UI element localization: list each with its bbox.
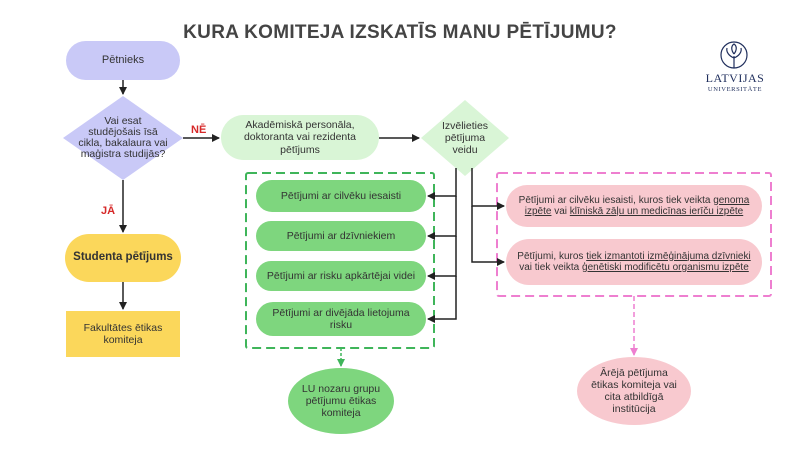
arrow-choose-animals [427, 196, 457, 240]
arrow-choose-environment [427, 236, 457, 280]
node-academic [221, 115, 379, 160]
node-faculty-committee [66, 311, 180, 357]
logo-name: LATVIJAS [705, 71, 765, 85]
node-question-label: Vai esat studējošais īsā cikla, bakalaur… [78, 114, 168, 161]
gmo-mid: vai tiek veikta [519, 262, 583, 273]
node-genome-label: Pētījumi ar cilvēku iesaisti, kuros tiek… [516, 185, 752, 227]
node-lu-committee-label: LU nozaru grupu pētījumu ētikas komiteja [301, 382, 381, 420]
node-animals [256, 221, 426, 251]
node-gmo [506, 239, 762, 285]
arrow-choose-gmo [471, 206, 505, 266]
node-academic-label: Akadēmiskā personāla, doktoranta vai rez… [243, 119, 357, 156]
genome-mid: vai [551, 206, 570, 217]
node-dual-use-label: Pētījumi ar divējāda lietojuma risku [272, 306, 410, 331]
node-choose-type-label: Izvēlieties pētījuma veidu [441, 119, 489, 157]
node-faculty-committee-label: Fakultātes ētikas komiteja [83, 321, 163, 346]
node-environment-label: Pētījumi ar risku apkārtējai videi [266, 269, 416, 282]
gmo-link-1: tiek izmantoti izmēģinājuma dzīvnieki [586, 250, 751, 262]
logo-sub: UNIVERSITĀTE [707, 86, 763, 93]
label-no: NĒ [191, 124, 207, 136]
node-environment [256, 261, 426, 291]
node-student-research [65, 234, 181, 282]
node-genome [506, 185, 762, 227]
node-human-label: Pētījumi ar cilvēku iesaisti [280, 189, 402, 202]
arrow-choose-dual-use [427, 276, 457, 323]
node-student-research-label: Studenta pētījums [73, 251, 173, 264]
node-choose-type [421, 100, 509, 176]
node-gmo-label: Pētījumi, kuros tiek izmantoti izmēģināj… [514, 239, 754, 285]
gmo-link-2: ģenētiski modificētu organismu izpēte [582, 262, 749, 273]
node-human [256, 180, 426, 212]
genome-prefix: Pētījumi ar cilvēku iesaisti, kuros tiek… [518, 194, 714, 206]
node-external [577, 357, 691, 425]
node-lu-committee [288, 368, 394, 434]
node-animals-label: Pētījumi ar dzīvniekiem [286, 229, 396, 242]
label-yes: JĀ [101, 205, 116, 217]
page-title: KURA KOMITEJA IZSKATĪS MANU PĒTĪJUMU? [183, 22, 617, 43]
node-dual-use [256, 302, 426, 336]
node-question [63, 96, 183, 180]
node-researcher-label: Pētnieks [101, 54, 145, 67]
node-external-label: Ārējā pētījuma ētikas komiteja vai cita … [591, 366, 677, 416]
gmo-prefix: Pētījumi, kuros [517, 250, 587, 262]
group-lu-box [245, 172, 435, 349]
genome-link-1: genoma izpēte [524, 194, 750, 218]
node-researcher [66, 41, 180, 80]
group-external-box [496, 172, 772, 297]
tree-logo-icon [720, 41, 748, 69]
genome-link-2: klīniskā zāļu un medicīnas ierīču izpēte [569, 206, 744, 217]
